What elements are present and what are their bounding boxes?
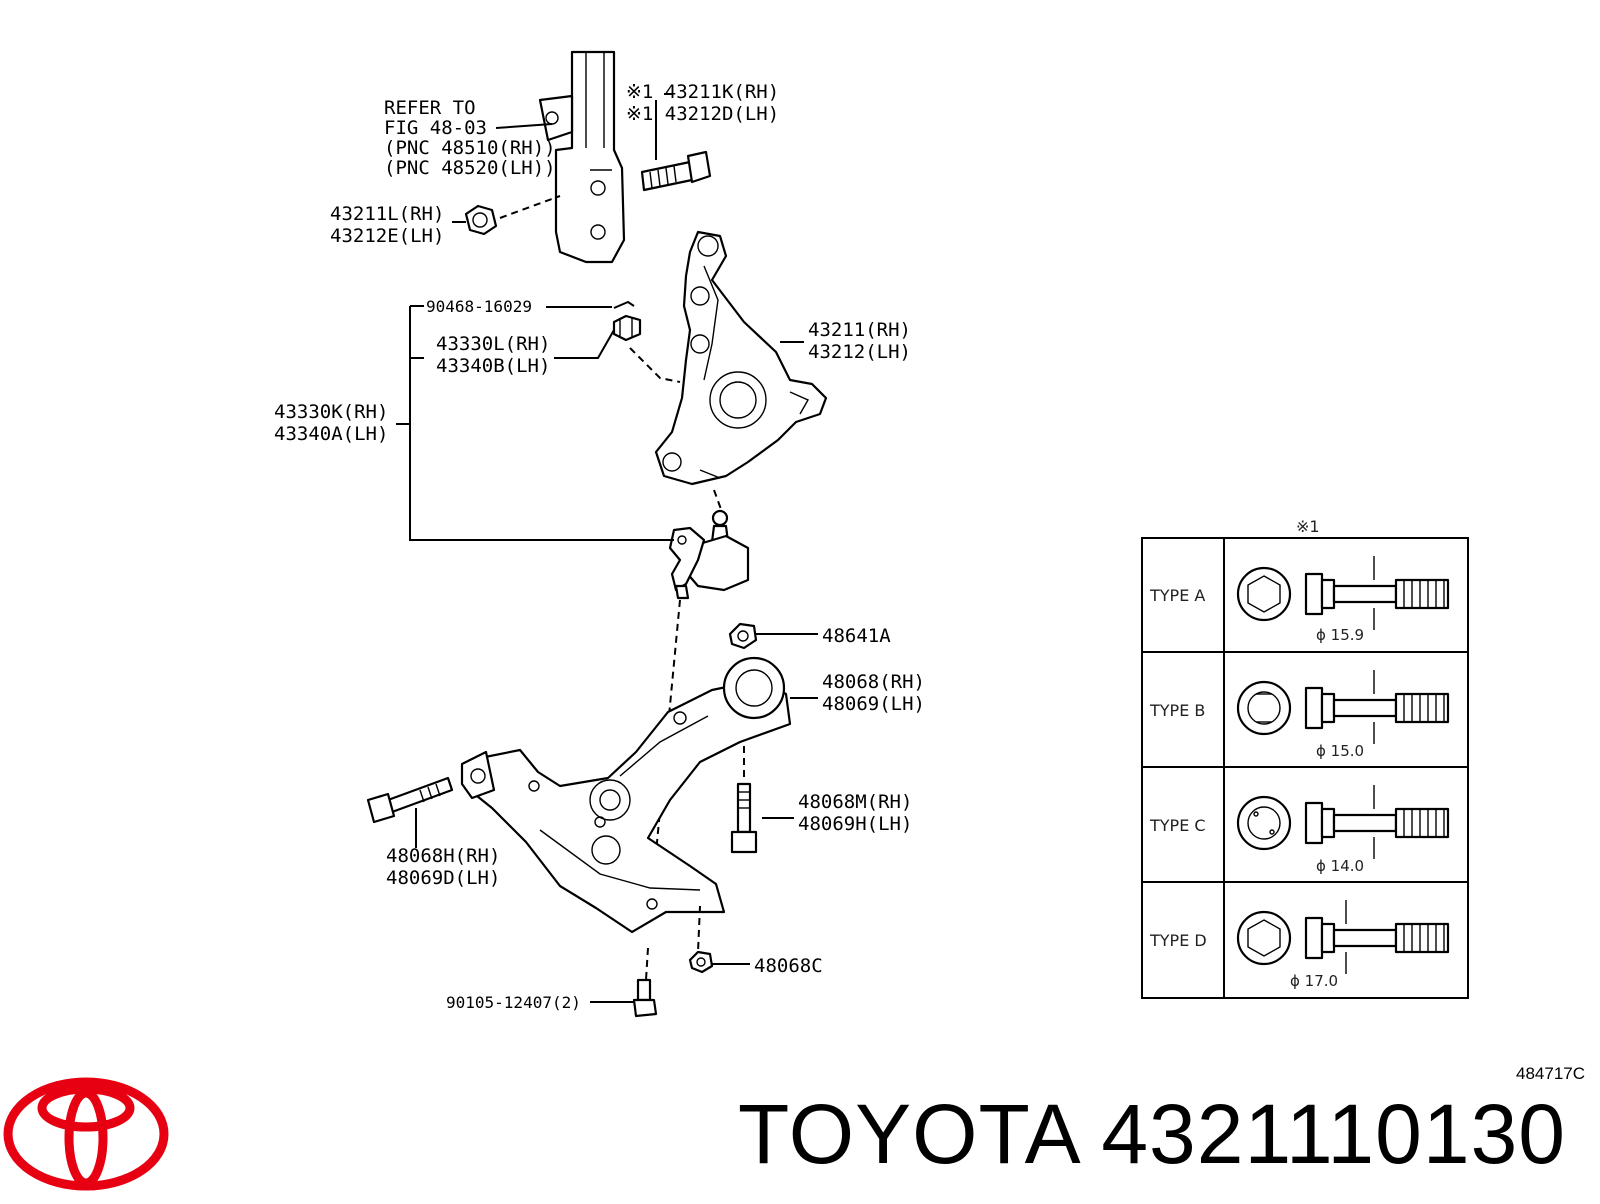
label-48068: 48068(RH) [822,671,925,693]
table-note: ※1 [1296,517,1320,536]
label-43330k: 43330K(RH) [274,401,388,423]
type-label: TYPE A [1149,586,1205,605]
refer-label-4: (PNC 48520(LH)) [384,157,556,179]
part-number: 4321110130 [1101,1087,1567,1181]
label-48068c: 48068C [754,955,823,977]
toyota-logo [3,1077,169,1191]
control-arm-front-bolt [366,776,454,824]
table-row: TYPE A ϕ 15.9 [1149,556,1450,644]
brand-name: TOYOTA [738,1087,1077,1181]
control-arm-nut [688,950,714,974]
ball-joint-nut [728,622,758,650]
ball-joint [668,509,750,600]
steering-knuckle [654,230,828,486]
hub-bolt-icon [1304,670,1450,744]
diameter-label: ϕ 15.9 [1316,626,1364,644]
strut-nut [464,204,498,236]
strut-bolt [640,150,712,192]
bolt-head-icon [1236,680,1292,736]
label-90468: 90468-16029 [426,297,532,316]
refer-label-3: (PNC 48510(RH)) [384,137,556,159]
bolt-type-table: ※1 TYPE A ϕ 15.9 [1141,517,1469,999]
cotter-pin [613,300,635,309]
hub-bolt-icon [1304,785,1450,859]
label-43212: 43212(LH) [808,341,911,363]
hub-bolt-icon [1304,900,1450,974]
label-48068m: 48068M(RH) [798,791,912,813]
table-row: TYPE C ϕ 14.0 [1149,785,1450,875]
table-row: TYPE B ϕ 15.0 [1149,670,1450,760]
label-48069d: 48069D(LH) [386,867,500,889]
hub-bolt-icon [1304,556,1450,630]
strut-assembly [538,50,626,264]
label-48069: 48069(LH) [822,693,925,715]
bolt-head-icon [1236,566,1292,622]
type-label: TYPE D [1149,931,1207,950]
label-43211l: 43211L(RH) [330,203,444,225]
label-48068h: 48068H(RH) [386,845,500,867]
control-arm-rear-bolt [730,782,758,854]
diameter-label: ϕ 15.0 [1316,742,1364,760]
lower-control-arm [460,656,792,934]
castle-nut [612,314,642,342]
label-43330l: 43330L(RH) [436,333,550,355]
brand-part-title: TOYOTA 4321110130 [738,1086,1566,1183]
bolt-head-icon [1236,795,1292,851]
refer-label-2: FIG 48-03 [384,117,487,139]
type-label: TYPE C [1149,816,1206,835]
label-43340a: 43340A(LH) [274,423,388,445]
type-label: TYPE B [1149,701,1205,720]
label-48641a: 48641A [822,625,891,647]
label-43211: 43211(RH) [808,319,911,341]
label-48069h: 48069H(LH) [798,813,912,835]
diameter-label: ϕ 17.0 [1290,972,1338,990]
refer-label-1: REFER TO [384,97,476,119]
label-43340b: 43340B(LH) [436,355,550,377]
control-arm-lower-bolt [632,978,658,1018]
label-43212d: ※1 43212D(LH) [626,103,779,125]
label-90105: 90105-12407(2) [446,993,581,1012]
label-43211k: ※1 43211K(RH) [626,81,779,103]
label-43212e: 43212E(LH) [330,225,444,247]
bolt-head-icon [1236,910,1292,966]
table-row: TYPE D ϕ 17.0 [1149,900,1450,990]
diagram-code: 484717C [1516,1064,1586,1083]
diameter-label: ϕ 14.0 [1316,857,1364,875]
